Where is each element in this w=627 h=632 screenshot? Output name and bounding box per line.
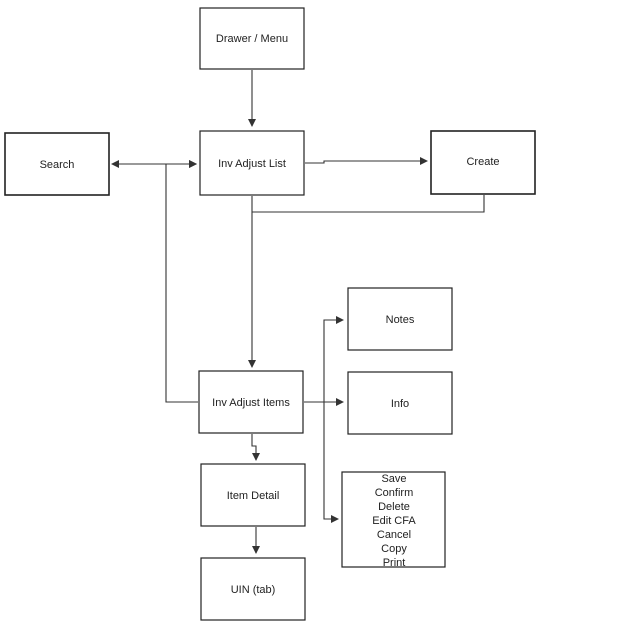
node-inv-adjust-items: Inv Adjust Items [198,370,304,434]
node-item-detail: Item Detail [200,463,306,527]
action-edit-cfa-label: Edit CFA [372,515,416,527]
edge-items-to-search [165,160,198,403]
edge-items-to-detail [251,434,260,461]
node-item-detail-label: Item Detail [227,490,280,502]
edge-list-to-create [305,157,428,165]
action-copy-label: Copy [381,543,407,555]
node-info: Info [347,371,453,435]
node-uin-tab: UIN (tab) [200,557,306,621]
node-info-label: Info [391,398,409,410]
node-inv-adjust-list-label: Inv Adjust List [218,158,286,170]
edges [111,70,485,554]
node-inv-adjust-list: Inv Adjust List [199,130,305,196]
node-search-label: Search [40,159,75,171]
action-cancel-label: Cancel [377,529,411,541]
node-drawer-menu: Drawer / Menu [199,7,305,70]
edge-create-to-items [252,195,485,213]
node-search: Search [4,132,110,196]
action-confirm-label: Confirm [375,487,414,499]
edge-items-to-actions [323,402,339,523]
node-actions: Save Confirm Delete Edit CFA Cancel Copy… [341,471,446,569]
node-notes-label: Notes [386,314,415,326]
action-save-label: Save [381,473,406,485]
node-drawer-menu-label: Drawer / Menu [216,33,288,45]
node-create: Create [430,130,536,195]
edge-items-to-notes [323,316,344,402]
node-uin-tab-label: UIN (tab) [231,584,276,596]
node-create-label: Create [466,156,499,168]
action-print-label: Print [383,557,406,569]
node-inv-adjust-items-label: Inv Adjust Items [212,397,290,409]
action-delete-label: Delete [378,501,410,513]
node-notes: Notes [347,287,453,351]
